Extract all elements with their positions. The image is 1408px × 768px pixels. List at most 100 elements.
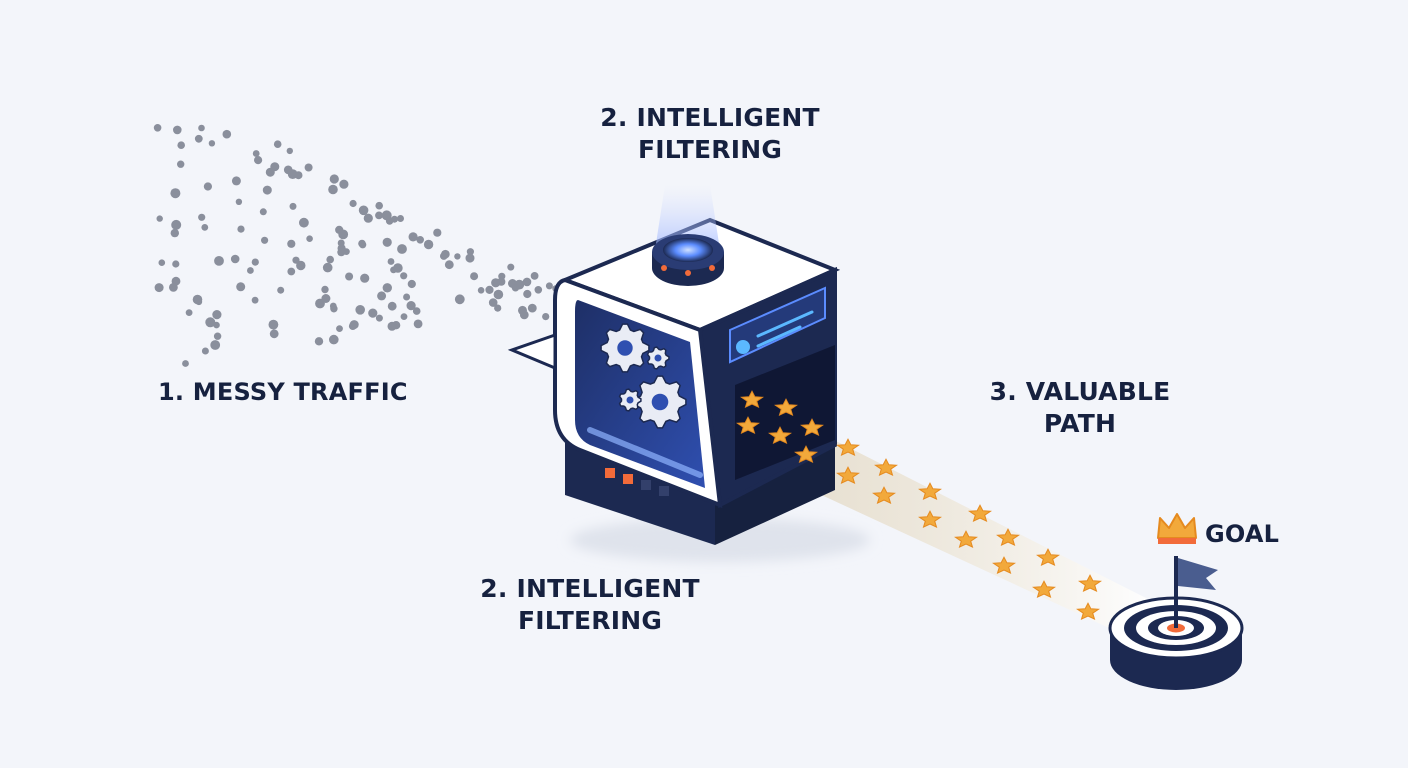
traffic-dot: [359, 241, 367, 249]
traffic-dot: [329, 174, 339, 184]
traffic-dot: [441, 249, 450, 259]
traffic-dot: [286, 147, 293, 155]
star-icon: [992, 556, 1016, 575]
traffic-dot: [214, 256, 224, 266]
traffic-dot: [182, 360, 189, 367]
traffic-dot: [355, 305, 366, 315]
label-goal-text: GOAL: [1205, 520, 1280, 548]
traffic-dot: [497, 277, 506, 286]
traffic-dot: [339, 179, 349, 189]
target-icon: [1108, 596, 1244, 690]
traffic-dot: [542, 313, 550, 321]
traffic-dot: [511, 283, 520, 292]
traffic-dot: [231, 176, 241, 186]
traffic-dot: [261, 236, 269, 244]
traffic-dot: [393, 263, 403, 273]
star-icon: [1032, 580, 1056, 599]
lens-icon: [652, 234, 724, 286]
traffic-dot: [363, 213, 373, 223]
traffic-dot: [470, 272, 479, 281]
traffic-dot: [287, 267, 296, 276]
crown-icon: [1157, 513, 1197, 544]
traffic-dot: [387, 301, 397, 311]
traffic-dot: [397, 215, 404, 222]
traffic-dot: [185, 309, 193, 316]
traffic-dot: [235, 198, 243, 205]
traffic-dot: [212, 310, 222, 320]
star-icon: [794, 445, 818, 464]
traffic-dot: [466, 248, 474, 256]
star-icon: [800, 418, 824, 437]
traffic-dot: [304, 163, 313, 172]
traffic-dot: [413, 319, 423, 329]
label-messy-traffic: 1. MESSY TRAFFIC: [158, 376, 408, 408]
traffic-dot: [169, 283, 178, 292]
traffic-dot: [507, 263, 515, 271]
traffic-dot: [433, 228, 442, 237]
traffic-dot: [273, 140, 282, 148]
label-filter-top-line2: FILTERING: [637, 135, 783, 164]
traffic-dot: [329, 302, 337, 310]
traffic-dot: [294, 171, 303, 180]
traffic-dot: [336, 325, 343, 332]
traffic-dot: [306, 235, 313, 242]
star-icon: [1078, 574, 1102, 593]
traffic-dot: [493, 289, 504, 300]
traffic-dot: [154, 283, 164, 293]
traffic-dot: [277, 286, 285, 294]
traffic-dot: [289, 202, 297, 210]
traffic-dot: [375, 314, 383, 322]
traffic-dot: [283, 165, 293, 175]
traffic-dot: [177, 141, 185, 149]
label-filter-bottom-line1: 2. INTELLIGENT: [480, 574, 700, 603]
traffic-dot: [382, 283, 392, 293]
traffic-dot: [375, 201, 384, 210]
star-icon: [874, 458, 898, 477]
gear-hole: [626, 396, 634, 404]
traffic-dot: [321, 285, 329, 294]
gear-hole: [617, 340, 633, 356]
traffic-dot: [519, 310, 529, 320]
traffic-dot: [296, 260, 306, 271]
star-icon: [918, 482, 942, 501]
traffic-dot: [408, 232, 418, 242]
flag-icon: [1174, 556, 1218, 628]
traffic-dot: [328, 184, 338, 195]
traffic-dot: [251, 258, 259, 266]
traffic-dot: [400, 313, 408, 320]
traffic-dot: [477, 287, 485, 294]
label-path-line2: PATH: [1043, 409, 1117, 438]
traffic-dot: [416, 236, 425, 244]
traffic-dot: [465, 253, 475, 263]
star-icon: [768, 426, 792, 445]
star-icon: [996, 528, 1020, 547]
traffic-dot: [338, 229, 349, 240]
traffic-dot: [262, 185, 272, 195]
traffic-dot: [397, 244, 407, 254]
traffic-dot: [387, 258, 395, 265]
traffic-dot: [314, 337, 324, 346]
label-intelligent-filtering-top: 2. INTELLIGENT FILTERING: [560, 102, 860, 166]
traffic-dot: [213, 332, 222, 340]
traffic-dot: [247, 267, 254, 274]
traffic-dot: [269, 329, 279, 339]
traffic-dot: [265, 167, 275, 177]
traffic-dot: [412, 307, 421, 315]
star-icon: [1076, 602, 1100, 621]
label-filter-top-line1: 2. INTELLIGENT: [600, 103, 820, 132]
traffic-dot: [337, 239, 345, 247]
traffic-dot: [382, 237, 392, 247]
traffic-dot: [201, 347, 209, 355]
traffic-dot: [326, 255, 335, 264]
traffic-dot: [349, 199, 357, 208]
traffic-dot: [173, 125, 182, 135]
traffic-dot: [251, 296, 259, 304]
traffic-dot: [236, 282, 246, 292]
traffic-dot: [192, 294, 203, 305]
traffic-dot: [523, 289, 532, 299]
traffic-dot: [400, 272, 408, 280]
star-icon: [740, 390, 764, 409]
label-goal: GOAL: [1205, 518, 1279, 550]
traffic-dot: [205, 317, 216, 328]
star-icon: [836, 438, 860, 457]
